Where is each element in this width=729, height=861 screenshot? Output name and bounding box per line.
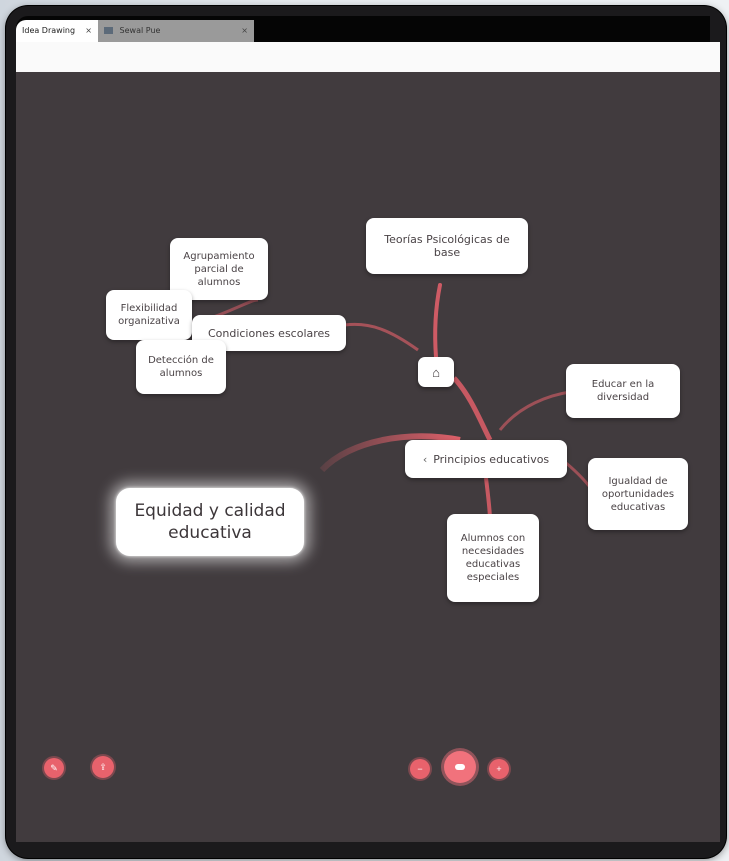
node-condiciones[interactable]: Condiciones escolares: [192, 315, 346, 351]
home-icon: ⌂: [432, 364, 440, 380]
tab-label: Sewal Pue: [119, 26, 161, 35]
share-button[interactable]: ⇪: [92, 756, 114, 778]
zoom-in-icon: +: [496, 764, 502, 774]
node-flexibilidad[interactable]: Flexibilidad organizativa: [106, 290, 192, 340]
tab-bar: Idea Drawing × Sewal Pue ×: [16, 16, 710, 42]
address-bar[interactable]: [16, 42, 720, 72]
node-necesidades[interactable]: Alumnos con necesidades educativas espec…: [447, 514, 539, 602]
edit-icon: ✎: [50, 762, 58, 773]
zoom-out-button[interactable]: −: [410, 759, 430, 779]
focus-icon: [455, 764, 465, 770]
mindmap-canvas[interactable]: [16, 72, 720, 842]
node-agrupamiento[interactable]: Agrupamiento parcial de alumnos: [170, 238, 268, 300]
document-icon: [104, 27, 113, 34]
node-teorias[interactable]: Teorías Psicológicas de base: [366, 218, 528, 274]
chevron-left-icon[interactable]: ‹: [422, 452, 428, 466]
focus-button[interactable]: [444, 751, 476, 783]
tab-second[interactable]: Sewal Pue ×: [98, 20, 254, 42]
close-icon[interactable]: ×: [241, 26, 248, 35]
share-icon: ⇪: [99, 761, 107, 772]
tab-label: Idea Drawing: [22, 26, 76, 35]
tab-idea-drawing[interactable]: Idea Drawing ×: [16, 20, 98, 42]
hub-node[interactable]: ⌂: [418, 357, 454, 387]
node-root[interactable]: Equidad y calidad educativa: [116, 488, 304, 556]
close-icon[interactable]: ×: [85, 26, 92, 35]
zoom-out-icon: −: [417, 764, 423, 774]
node-igualdad[interactable]: Igualdad de oportunidades educativas: [588, 458, 688, 530]
edit-button[interactable]: ✎: [44, 758, 64, 778]
node-principios[interactable]: ‹ Principios educativos: [405, 440, 567, 478]
node-diversidad[interactable]: Educar en la diversidad: [566, 364, 680, 418]
node-deteccion[interactable]: Detección de alumnos: [136, 340, 226, 394]
zoom-in-button[interactable]: +: [489, 759, 509, 779]
